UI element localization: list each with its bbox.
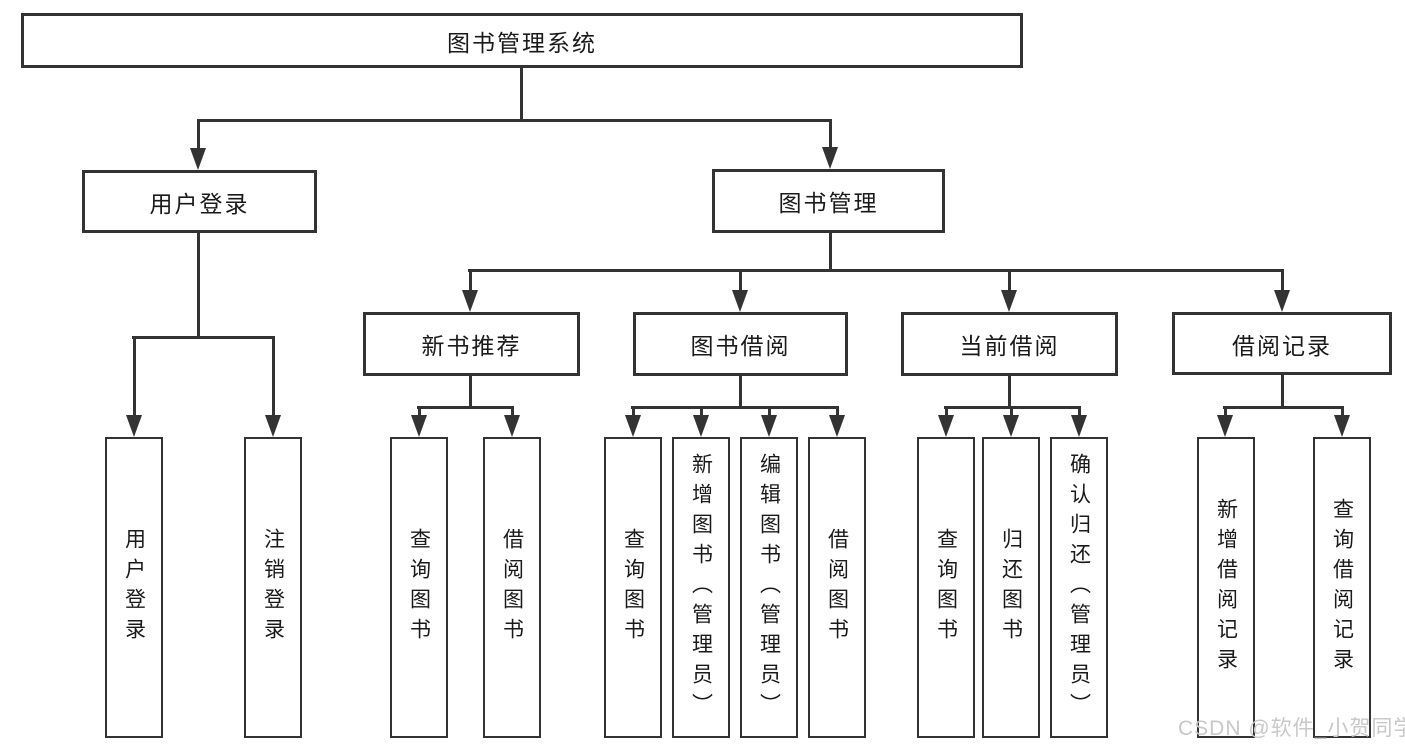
connector-line — [1008, 374, 1011, 408]
leaf-borrow-books-recommend: 借阅图书 — [483, 437, 541, 738]
connector-line — [197, 232, 200, 338]
leaf-return-books-label: 归还图书 — [999, 527, 1023, 648]
connector-line — [132, 336, 275, 339]
arrow-down-icon — [1274, 290, 1290, 312]
connector-line — [1341, 407, 1344, 417]
node-borrowing-records-label: 借阅记录 — [1232, 332, 1332, 359]
leaf-return-books: 归还图书 — [982, 437, 1040, 738]
node-new-book-recommendation-label: 新书推荐 — [421, 333, 522, 359]
leaf-query-books-borrowing: 查询图书 — [604, 437, 662, 738]
leaf-user-login-label: 用户登录 — [122, 527, 146, 648]
arrow-down-icon — [822, 147, 838, 169]
leaf-query-borrow-record-label: 查询借阅记录 — [1330, 497, 1354, 678]
node-library-system: 图书管理系统 — [21, 13, 1023, 68]
leaf-logout-label: 注销登录 — [261, 527, 285, 648]
connector-line — [836, 407, 839, 417]
connector-line — [469, 374, 472, 408]
arrow-down-icon — [1001, 290, 1017, 312]
leaf-borrow-books: 借阅图书 — [808, 437, 866, 738]
node-library-system-label: 图书管理系统 — [447, 29, 597, 56]
arrow-down-icon — [761, 415, 777, 437]
arrow-down-icon — [411, 415, 427, 437]
node-current-borrowing: 当前借阅 — [901, 312, 1118, 376]
arrow-down-icon — [504, 415, 520, 437]
leaf-borrow-books-label: 借阅图书 — [825, 527, 849, 648]
connector-line — [1078, 407, 1081, 417]
leaf-add-borrow-record: 新增借阅记录 — [1197, 437, 1255, 738]
connector-line — [1224, 407, 1227, 417]
watermark: CSDN @软件_小贺同学 — [1178, 717, 1405, 740]
connector-line — [520, 66, 523, 122]
leaf-query-books-current: 查询图书 — [917, 437, 975, 738]
connector-line — [632, 407, 635, 417]
connector-line — [945, 407, 948, 417]
arrow-down-icon — [938, 415, 954, 437]
arrow-down-icon — [625, 415, 641, 437]
leaf-user-login: 用户登录 — [105, 437, 163, 738]
connector-line — [417, 406, 514, 409]
arrow-down-icon — [829, 415, 845, 437]
leaf-query-books-borrowing-label: 查询图书 — [621, 527, 645, 648]
connector-line — [1223, 406, 1344, 409]
leaf-edit-books-admin-label: 编辑图书（管理员） — [757, 452, 781, 723]
connector-line — [700, 407, 703, 417]
node-book-borrowing: 图书借阅 — [633, 312, 848, 376]
connector-line — [1281, 374, 1284, 408]
arrow-down-icon — [265, 415, 281, 437]
connector-line — [418, 407, 421, 417]
leaf-confirm-return-admin: 确认归还（管理员） — [1050, 437, 1108, 738]
leaf-query-books-recommend-label: 查询图书 — [407, 527, 431, 648]
connector-line — [469, 271, 472, 293]
arrow-down-icon — [1003, 415, 1019, 437]
connector-line — [197, 119, 832, 122]
leaf-query-borrow-record: 查询借阅记录 — [1313, 437, 1371, 738]
connector-line — [133, 337, 136, 417]
arrow-down-icon — [1334, 415, 1350, 437]
leaf-edit-books-admin: 编辑图书（管理员） — [740, 437, 798, 738]
node-borrowing-records: 借阅记录 — [1172, 312, 1392, 375]
leaf-query-books-current-label: 查询图书 — [934, 527, 958, 648]
node-book-borrowing-label: 图书借阅 — [690, 333, 791, 359]
connector-line — [829, 232, 832, 272]
connector-line — [197, 120, 200, 152]
arrow-down-icon — [126, 415, 142, 437]
node-user-login: 用户登录 — [82, 170, 317, 233]
connector-line — [829, 120, 832, 151]
leaf-logout: 注销登录 — [244, 437, 302, 738]
arrow-down-icon — [190, 148, 206, 170]
connector-line — [272, 337, 275, 417]
arrow-down-icon — [732, 290, 748, 312]
leaf-add-books-admin: 新增图书（管理员） — [672, 437, 730, 738]
connector-line — [739, 271, 742, 293]
connector-line — [1281, 271, 1284, 293]
connector-line — [631, 406, 839, 409]
leaf-borrow-books-recommend-label: 借阅图书 — [500, 527, 524, 648]
connector-line — [768, 407, 771, 417]
node-book-management-label: 图书管理 — [778, 190, 879, 216]
arrow-down-icon — [462, 290, 478, 312]
connector-line — [511, 407, 514, 417]
arrow-down-icon — [1217, 415, 1233, 437]
node-current-borrowing-label: 当前借阅 — [959, 333, 1060, 359]
connector-line — [1008, 271, 1011, 293]
leaf-confirm-return-admin-label: 确认归还（管理员） — [1067, 452, 1091, 723]
leaf-add-borrow-record-label: 新增借阅记录 — [1214, 497, 1238, 678]
arrow-down-icon — [1071, 415, 1087, 437]
leaf-add-books-admin-label: 新增图书（管理员） — [689, 452, 713, 723]
node-user-login-label: 用户登录 — [149, 190, 250, 217]
connector-line — [468, 269, 1284, 272]
arrow-down-icon — [693, 415, 709, 437]
connector-line — [739, 374, 742, 408]
connector-line — [1010, 407, 1013, 417]
node-new-book-recommendation: 新书推荐 — [363, 312, 580, 376]
leaf-query-books-recommend: 查询图书 — [390, 437, 448, 738]
node-book-management: 图书管理 — [712, 169, 945, 233]
